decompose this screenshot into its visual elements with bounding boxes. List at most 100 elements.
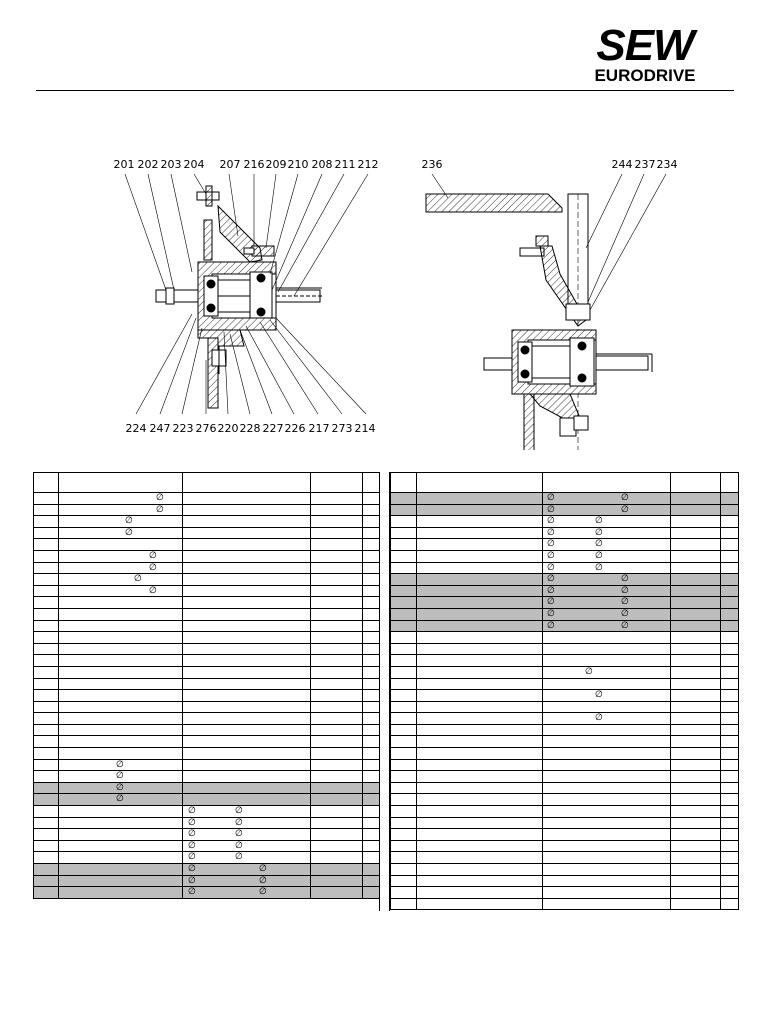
right-leader-lines	[431, 173, 667, 311]
table-cell	[362, 503, 380, 517]
table-row: ∅	[33, 561, 380, 575]
diameter-symbol: ∅	[547, 539, 555, 550]
table-cell: ∅∅	[182, 874, 311, 888]
table-cell	[720, 828, 739, 841]
table-cell	[362, 607, 380, 621]
diameter-symbol: ∅	[547, 504, 555, 515]
right-assembly-drawing	[425, 193, 653, 450]
table-cell	[362, 770, 380, 783]
diameter-symbol: ∅	[621, 608, 629, 619]
table-row	[390, 828, 739, 841]
table-cell	[720, 607, 739, 621]
table-cell	[670, 538, 721, 551]
table-row	[390, 770, 739, 783]
table-cell	[310, 874, 363, 888]
table-cell	[58, 886, 183, 899]
table-cell	[362, 619, 380, 633]
table-cell	[310, 654, 363, 667]
table-row	[390, 886, 739, 899]
table-cell	[58, 805, 183, 818]
table-cell	[182, 607, 311, 621]
table-cell	[542, 758, 671, 772]
table-cell	[58, 538, 183, 551]
table-cell	[33, 839, 59, 853]
table-cell	[390, 828, 417, 841]
table-cell	[310, 573, 363, 586]
table-cell	[416, 863, 543, 876]
table-cell	[310, 781, 363, 795]
table-cell	[416, 665, 543, 679]
table-cell	[720, 549, 739, 563]
table-cell: ∅∅	[542, 561, 671, 575]
table-cell	[390, 619, 417, 633]
diameter-symbol: ∅	[235, 829, 243, 840]
diameter-symbol: ∅	[188, 829, 196, 840]
table-cell: ∅∅	[182, 828, 311, 841]
diameter-symbol: ∅	[125, 527, 133, 538]
table-row	[390, 642, 739, 656]
table-cell	[720, 689, 739, 702]
table-cell	[390, 863, 417, 876]
table-cell	[33, 805, 59, 818]
table-cell	[362, 793, 380, 807]
table-cell	[720, 700, 739, 714]
diameter-symbol: ∅	[149, 585, 157, 596]
logo-eurodrive-text: EURODRIVE	[594, 66, 695, 84]
table-cell	[33, 689, 59, 702]
table-cell	[416, 654, 543, 667]
diameter-symbol: ∅	[585, 666, 593, 677]
table-cell: ∅∅	[542, 573, 671, 586]
table-cell	[670, 828, 721, 841]
table-cell: ∅	[58, 549, 183, 563]
diameter-symbol: ∅	[188, 806, 196, 817]
table-cell	[182, 549, 311, 563]
table-cell	[182, 758, 311, 772]
table-cell	[390, 561, 417, 575]
callout-217: 217	[309, 422, 330, 435]
table-cell	[542, 700, 671, 714]
table-cell	[416, 538, 543, 551]
table-cell	[416, 549, 543, 563]
table-cell	[362, 665, 380, 679]
table-row	[33, 723, 380, 737]
table-cell	[720, 897, 739, 911]
table-cell	[390, 631, 417, 644]
diameter-symbol: ∅	[595, 550, 603, 561]
diameter-symbol: ∅	[595, 527, 603, 538]
left-leader-lines	[124, 173, 369, 415]
header-cell	[362, 472, 380, 493]
table-cell: ∅	[58, 526, 183, 540]
table-cell: ∅∅	[542, 538, 671, 551]
table-row	[33, 538, 380, 551]
table-cell	[416, 689, 543, 702]
table-row	[33, 665, 380, 679]
table-row: ∅	[33, 526, 380, 540]
table-cell	[182, 689, 311, 702]
table-cell	[33, 607, 59, 621]
table-cell: ∅	[58, 503, 183, 517]
table-cell	[33, 851, 59, 864]
table-cell	[670, 526, 721, 540]
table-cell	[310, 503, 363, 517]
table-cell	[310, 747, 363, 760]
table-row	[390, 793, 739, 807]
table-cell	[670, 584, 721, 598]
table-cell	[670, 573, 721, 586]
table-cell	[33, 723, 59, 737]
table-cell	[58, 839, 183, 853]
table-cell	[390, 538, 417, 551]
table-cell	[390, 781, 417, 795]
table-cell: ∅∅	[542, 515, 671, 528]
table-cell	[542, 805, 671, 818]
table-cell	[58, 677, 183, 691]
diameter-symbol: ∅	[156, 504, 164, 515]
table-cell	[542, 816, 671, 830]
table-cell	[542, 897, 671, 911]
diameter-symbol: ∅	[116, 771, 124, 782]
table-cell	[33, 619, 59, 633]
table-cell	[182, 712, 311, 725]
table-cell	[182, 665, 311, 679]
table-cell	[670, 723, 721, 737]
table-cell	[310, 631, 363, 644]
table-cell	[310, 492, 363, 505]
